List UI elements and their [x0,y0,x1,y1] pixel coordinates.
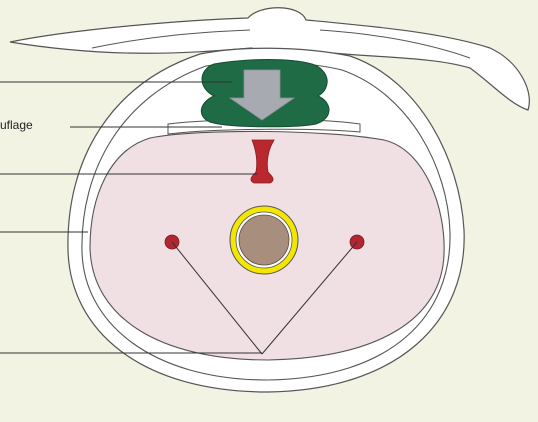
center-core [239,215,289,265]
label-1: uflage [0,118,33,132]
